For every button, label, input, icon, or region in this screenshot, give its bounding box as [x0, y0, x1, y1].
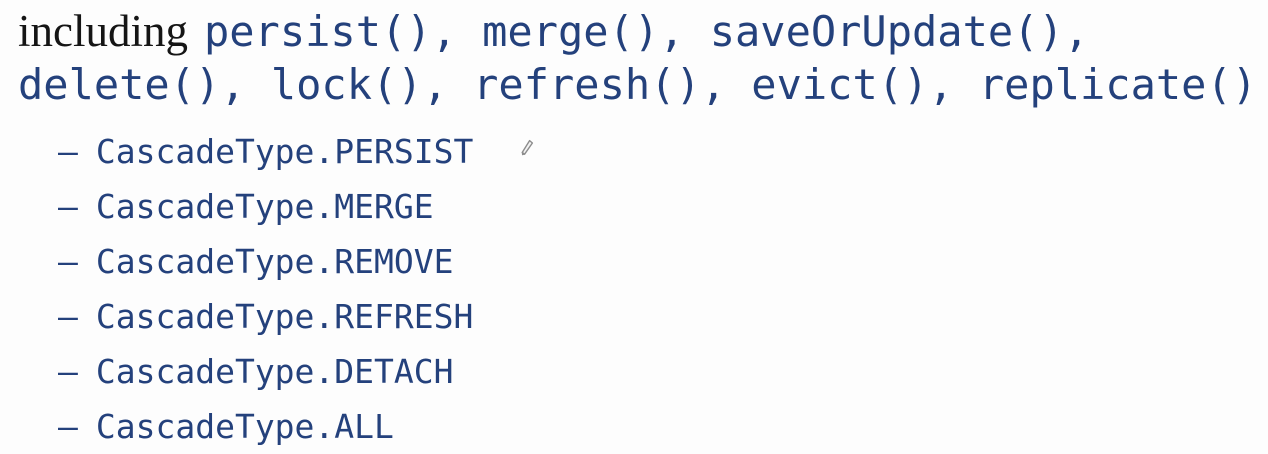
list-item-label: CascadeType.ALL: [95, 407, 394, 446]
dash-bullet-icon: –: [58, 352, 78, 391]
dash-bullet-icon: –: [58, 187, 78, 226]
dash-bullet-icon: –: [58, 407, 78, 446]
cascade-type-list: – CascadeType.PERSIST – CascadeType.MERG…: [18, 124, 1268, 454]
dash-bullet-icon: –: [58, 242, 78, 281]
list-item-label: CascadeType.PERSIST: [95, 132, 474, 171]
dash-bullet-icon: –: [58, 297, 78, 336]
list-item-label: CascadeType.MERGE: [95, 187, 434, 226]
list-item-cascadetype-refresh: – CascadeType.REFRESH: [58, 289, 1268, 344]
list-item-cascadetype-persist: – CascadeType.PERSIST: [58, 124, 1268, 179]
headline: including persist(), merge(), saveOrUpdat…: [18, 5, 1268, 111]
pen-cursor-icon: [521, 139, 534, 155]
headline-prefix: including: [18, 6, 188, 56]
list-item-cascadetype-merge: – CascadeType.MERGE: [58, 179, 1268, 234]
list-item-cascadetype-all: – CascadeType.ALL: [58, 399, 1268, 454]
headline-code-line-1: persist(), merge(), saveOrUpdate(),: [203, 7, 1089, 56]
list-item-label: CascadeType.DETACH: [95, 352, 454, 391]
headline-code-line-2: delete(), lock(), refresh(), evict(), re…: [18, 60, 1258, 109]
list-item-label: CascadeType.REFRESH: [95, 297, 474, 336]
list-item-cascadetype-remove: – CascadeType.REMOVE: [58, 234, 1268, 289]
list-item-label: CascadeType.REMOVE: [95, 242, 454, 281]
dash-bullet-icon: –: [58, 132, 78, 171]
list-item-cascadetype-detach: – CascadeType.DETACH: [58, 344, 1268, 399]
